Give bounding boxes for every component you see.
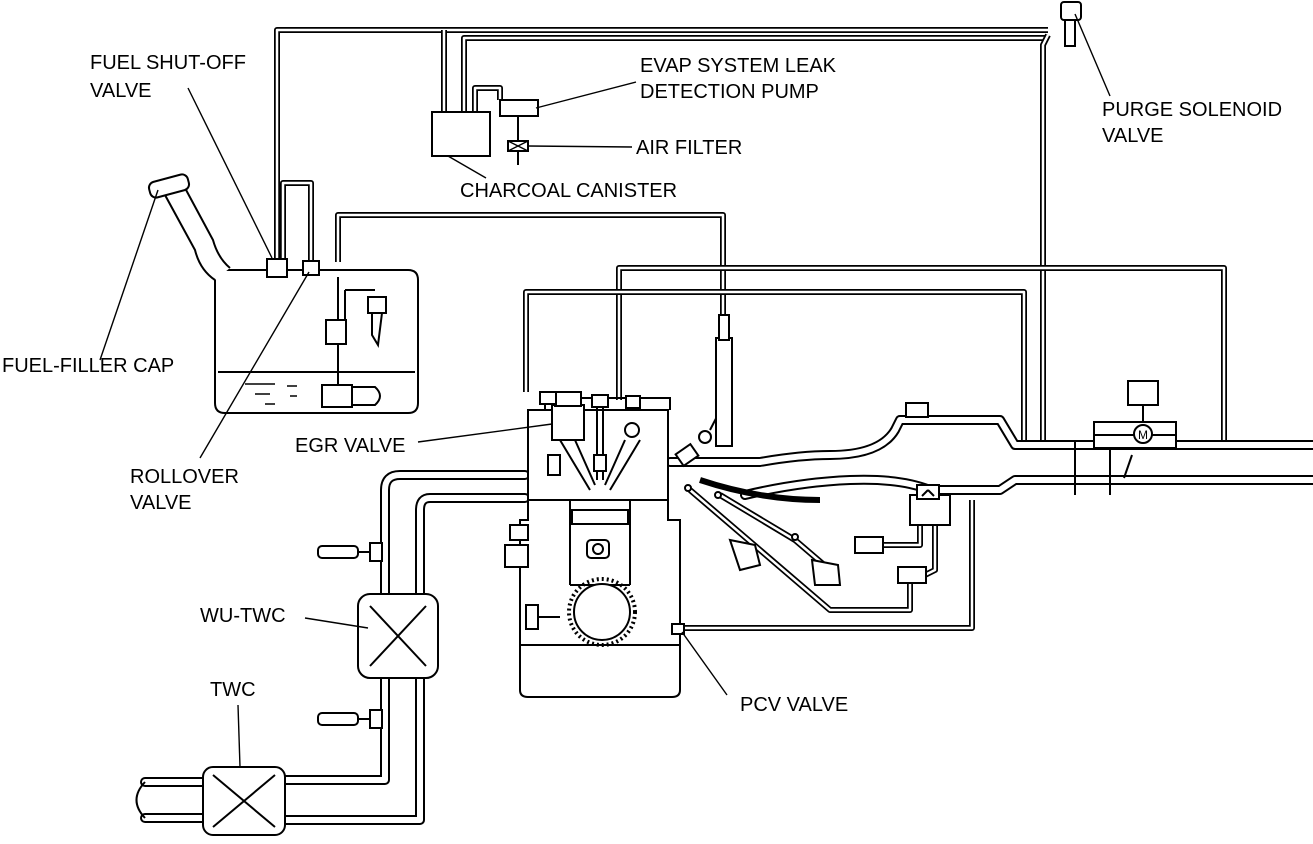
labels: FUEL SHUT-OFF VALVE EVAP SYSTEM LEAK DET… xyxy=(2,52,1282,716)
fuel-filler-cap xyxy=(147,173,191,199)
pcv-valve xyxy=(671,623,685,635)
exhaust-pipes xyxy=(135,470,530,825)
vacuum-hoses xyxy=(274,27,1227,631)
tp-sensor xyxy=(1127,380,1159,406)
solenoid-valve-2 xyxy=(897,566,927,584)
evap-leak-detection-pump xyxy=(499,99,539,117)
label-purge-solenoid-1: PURGE SOLENOID xyxy=(1102,99,1282,121)
purge-solenoid-valve xyxy=(1060,1,1082,21)
charcoal-canister xyxy=(431,111,491,157)
solenoid-valve-1 xyxy=(854,536,884,554)
label-charcoal-canister: CHARCOAL CANISTER xyxy=(460,180,677,202)
label-evap-pump-2: DETECTION PUMP xyxy=(640,81,819,103)
fuel-pump-module xyxy=(325,319,347,345)
o2-sensor-front xyxy=(317,542,383,562)
fuel-tank xyxy=(147,173,419,414)
label-pcv-valve: PCV VALVE xyxy=(740,694,848,716)
label-fuel-filler-cap: FUEL-FILLER CAP xyxy=(2,355,174,377)
motor-icon xyxy=(1133,424,1153,444)
engine xyxy=(504,391,724,698)
throttle-link xyxy=(1123,454,1133,479)
label-evap-pump-1: EVAP SYSTEM LEAK xyxy=(640,55,837,77)
label-air-filter: AIR FILTER xyxy=(636,137,742,159)
label-wu-twc: WU-TWC xyxy=(200,605,286,627)
label-egr-valve: EGR VALVE xyxy=(295,435,405,457)
o2-sensor-rear xyxy=(317,709,383,729)
label-fuel-shutoff-valve-1: FUEL SHUT-OFF xyxy=(90,52,246,74)
label-rollover-valve-2: VALVE xyxy=(130,492,192,514)
vacuum-reservoir xyxy=(715,337,733,447)
egr-valve xyxy=(551,404,585,441)
motor-symbol: M xyxy=(1138,428,1148,442)
throttle-body: M xyxy=(1093,380,1177,449)
label-twc: TWC xyxy=(210,679,256,701)
intake-duct xyxy=(665,402,1313,503)
fuel-shutoff-valve xyxy=(266,258,288,278)
label-purge-solenoid-2: VALVE xyxy=(1102,125,1164,147)
control-solenoids xyxy=(684,484,951,586)
label-fuel-shutoff-valve-2: VALVE xyxy=(90,80,152,102)
evap-components xyxy=(431,1,1082,165)
crankshaft-gear xyxy=(573,583,631,641)
rollover-valve xyxy=(302,260,320,276)
piston xyxy=(571,509,629,525)
air-temp-sensor xyxy=(905,402,929,418)
label-rollover-valve-1: ROLLOVER xyxy=(130,466,239,488)
leader-lines xyxy=(99,13,1111,768)
fuel-pump xyxy=(321,384,353,408)
catalysts xyxy=(202,542,439,836)
